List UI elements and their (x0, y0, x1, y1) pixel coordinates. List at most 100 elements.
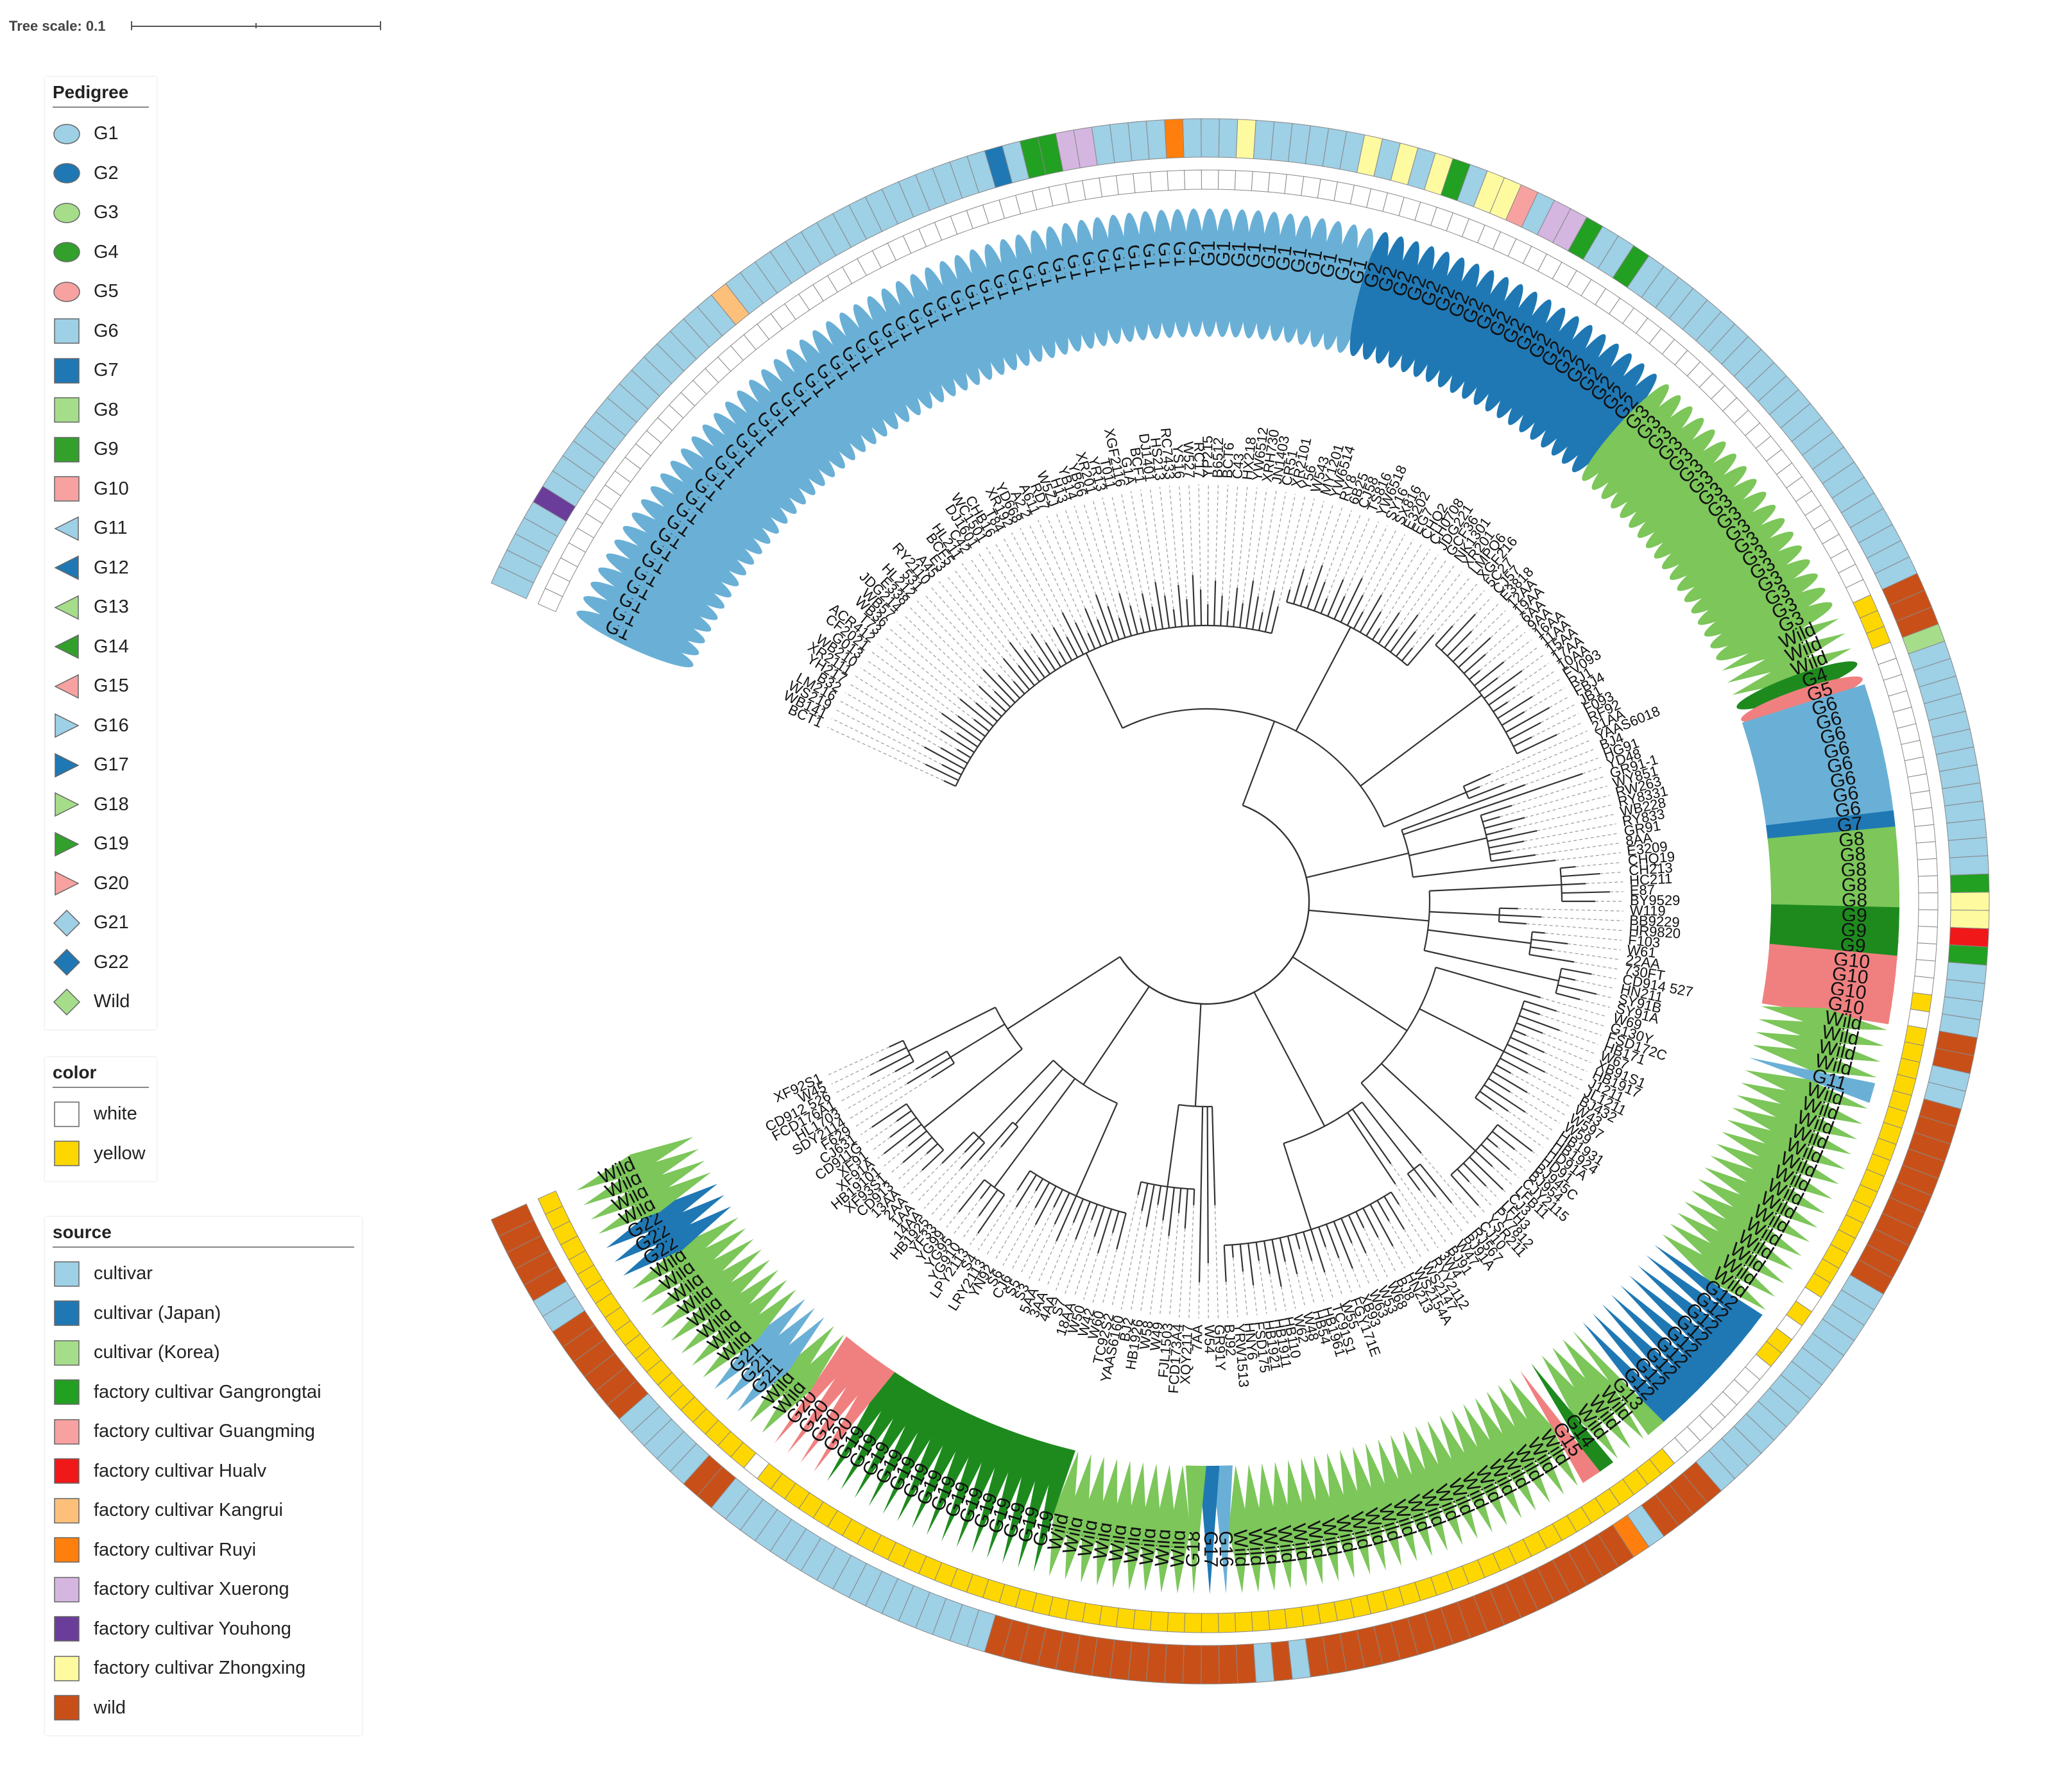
legend-item-g3: G3 (53, 193, 149, 233)
legend-item-label: G16 (94, 715, 129, 736)
leaf-guide-line (1296, 1273, 1306, 1307)
tree-branch (1009, 642, 1040, 683)
leaf-guide-line (835, 709, 943, 765)
leaf-guide-line (1478, 1205, 1485, 1213)
leaf-guide-line (1492, 1166, 1512, 1186)
pedigree-marker (1520, 1370, 1600, 1483)
pedigree-marker (1349, 232, 1389, 357)
tree-branch (1213, 581, 1217, 626)
source-ring-cell (1949, 927, 1989, 948)
pedigree-marker (954, 255, 1005, 375)
leaf-guide-line (1351, 1243, 1371, 1286)
legend-swatch-icon (53, 1260, 81, 1288)
pedigree-marker (773, 359, 855, 461)
legend-item-factory-cultivar-gangrongtai: factory cultivar Gangrongtai (53, 1373, 354, 1413)
leaf-guide-line (827, 727, 945, 781)
color-ring-cell (1917, 926, 1938, 945)
pedigree-marker (1704, 1167, 1818, 1228)
pedigree-marker (1401, 251, 1450, 373)
pedigree-marker (725, 402, 816, 495)
leaf-guide-line (1575, 862, 1622, 867)
leaf-guide-line (1188, 1205, 1194, 1318)
leaf-guide-line (831, 718, 926, 765)
tree-branch (956, 749, 972, 759)
tree-scale-tick (131, 21, 132, 30)
leaf-guide-line (1002, 1207, 1036, 1266)
tree-branch (1013, 681, 1025, 695)
legend-item-label: factory cultivar Guangming (94, 1421, 315, 1442)
pedigree-marker (1677, 1212, 1785, 1284)
tree-branch (1478, 677, 1498, 693)
tree-branch (1264, 590, 1276, 633)
leaf-guide-line (1500, 785, 1607, 817)
tree-branch (1056, 1195, 1077, 1242)
leaf-guide-line (1322, 507, 1343, 566)
leaf-guide-line (1269, 1273, 1277, 1313)
legend-swatch-icon (53, 1100, 81, 1128)
color-ring-cell (1184, 169, 1203, 191)
tree-branch (1497, 695, 1533, 719)
leaf-guide-line (1389, 1221, 1414, 1264)
legend-item-label: G18 (94, 794, 129, 815)
leaf-label: W61 (1626, 942, 1657, 961)
color-ring-cell (1317, 1601, 1338, 1624)
leaf-guide-line (840, 1071, 896, 1102)
pedigree-marker (1551, 353, 1632, 456)
leaf-guide-line (994, 541, 1060, 652)
legend-item-g15: G15 (53, 667, 149, 706)
pedigree-marker (749, 1325, 835, 1423)
pedigree-marker (1473, 291, 1537, 405)
tree-branch (1242, 720, 1276, 806)
pedigree-marker (1124, 212, 1149, 341)
color-ring-cell (1917, 909, 1939, 928)
tree-branch (1198, 1251, 1201, 1282)
tree-branch (1299, 585, 1308, 607)
tree-branch (1075, 1201, 1091, 1240)
legend-swatch-icon (53, 238, 81, 266)
leaf-guide-line (890, 629, 977, 704)
tree-branch (1362, 1207, 1379, 1238)
leaf-guide-line (884, 1146, 909, 1167)
legend-item-factory-cultivar-guangming: factory cultivar Guangming (53, 1412, 354, 1452)
tree-branch (1333, 1221, 1353, 1269)
tree-branch (1137, 1182, 1142, 1196)
pedigree-marker (1427, 1420, 1478, 1539)
pedigree-marker (1629, 1275, 1733, 1368)
leaf-guide-line (1586, 881, 1623, 884)
leaf-label: W58 (1136, 1320, 1156, 1350)
leaf-label: BCT6 (1219, 442, 1237, 479)
legend-swatch-icon (53, 1576, 81, 1604)
tree-branch (1220, 595, 1223, 626)
tree-branch (1253, 992, 1326, 1127)
tree-branch (1446, 631, 1473, 657)
leaf-guide-line (831, 1060, 880, 1085)
leaf-guide-line (1511, 1073, 1570, 1107)
pedigree-marker (1761, 983, 1892, 1024)
leaf-label: B6512 (1210, 437, 1227, 478)
circular-phylogenetic-tree: BCT1G1WB141G1WS219G1LM216G1B32G1YH217G1X… (490, 118, 1990, 1685)
pedigree-marker (1646, 1255, 1753, 1344)
color-ring-cell (1284, 174, 1305, 196)
legend-item-g9: G9 (53, 430, 149, 470)
pedigree-marker (670, 461, 771, 544)
pedigree-marker (1710, 588, 1826, 649)
color-ring-cell (1918, 892, 1939, 910)
color-ring-cell (1167, 1611, 1186, 1633)
tree-branch (1271, 1239, 1282, 1287)
pedigree-marker (1243, 1464, 1264, 1592)
pedigree-marker (692, 1279, 787, 1366)
pedigree-marker (691, 436, 788, 524)
tree-branch (1164, 595, 1170, 629)
leaf-guide-line (1120, 1211, 1143, 1310)
tree-branch (1031, 633, 1056, 671)
color-ring-cell (1912, 807, 1935, 828)
source-ring-cell (1948, 837, 1989, 858)
pedigree-marker (1508, 316, 1579, 425)
tree-branch (1376, 1200, 1390, 1221)
legend-item-label: wild (94, 1697, 126, 1718)
pedigree-marker (799, 339, 877, 445)
pedigree-marker (939, 260, 993, 380)
source-ring-cell (1201, 1645, 1220, 1685)
